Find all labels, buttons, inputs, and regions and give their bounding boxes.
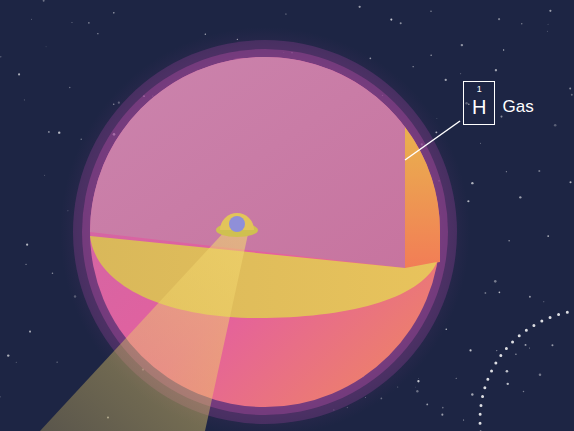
- star-dot: [48, 131, 50, 133]
- dotted-orbit: [480, 310, 574, 431]
- star-dot: [71, 22, 73, 24]
- star-dot: [494, 280, 497, 283]
- star-dot: [416, 390, 418, 392]
- star-dot: [554, 124, 557, 127]
- star-dot: [18, 73, 20, 75]
- star-dot: [499, 291, 501, 293]
- star-dot: [24, 99, 25, 100]
- star-dot: [413, 66, 414, 67]
- star-dot: [521, 23, 522, 24]
- star-dot: [417, 380, 419, 382]
- star-dot: [285, 13, 287, 15]
- star-dot: [468, 104, 469, 105]
- star-dot: [43, 0, 45, 2]
- star-dot: [52, 273, 54, 275]
- star-dot: [469, 349, 471, 351]
- star-dot: [551, 344, 553, 346]
- star-dot: [506, 171, 507, 172]
- star-dot: [569, 88, 571, 90]
- star-dot: [441, 414, 443, 416]
- star-dot: [498, 18, 500, 20]
- star-dot: [359, 6, 361, 8]
- star-dot: [7, 354, 9, 356]
- star-dot: [0, 56, 2, 58]
- star-dot: [471, 182, 473, 184]
- star-dot: [45, 46, 47, 48]
- star-dot: [56, 362, 57, 363]
- star-dot: [515, 354, 516, 355]
- star-dot: [547, 235, 549, 237]
- element-box: 1H: [463, 81, 495, 125]
- star-dot: [390, 19, 392, 21]
- star-dot: [495, 69, 497, 71]
- star-dot: [69, 87, 71, 89]
- star-dot: [97, 33, 98, 34]
- star-dot: [455, 377, 457, 379]
- star-dot: [205, 33, 206, 34]
- star-dot: [480, 143, 481, 144]
- cut-face-vertical: [90, 57, 405, 268]
- star-dot: [0, 396, 1, 397]
- star-dot: [571, 94, 573, 96]
- star-dot: [80, 138, 82, 140]
- star-dot: [465, 102, 467, 104]
- star-dot: [400, 22, 402, 24]
- atomic-number: 1: [477, 84, 482, 95]
- star-dot: [471, 393, 473, 395]
- star-dot: [463, 419, 464, 420]
- star-dot: [460, 73, 462, 75]
- star-dot: [25, 264, 26, 265]
- star-dot: [430, 11, 431, 12]
- star-dot: [525, 344, 527, 346]
- star-dot: [523, 391, 524, 392]
- star-dot: [500, 116, 502, 118]
- star-dot: [88, 22, 90, 24]
- star-dot: [538, 170, 540, 172]
- star-dot: [484, 292, 486, 294]
- star-dot: [16, 362, 17, 363]
- star-dot: [547, 23, 549, 25]
- star-dot: [506, 370, 509, 373]
- star-dot: [426, 403, 428, 405]
- star-dot: [543, 301, 544, 302]
- cut-face-horizontal: [90, 236, 437, 318]
- star-dot: [570, 181, 572, 183]
- star-dot: [519, 196, 521, 198]
- star-dot: [418, 377, 420, 379]
- star-dot: [529, 347, 530, 348]
- star-dot: [529, 296, 531, 298]
- star-dot: [113, 12, 115, 14]
- star-dot: [508, 240, 509, 241]
- element-symbol: H: [472, 95, 486, 119]
- star-dot: [442, 407, 444, 409]
- star-dot: [31, 18, 33, 20]
- star-dot: [445, 79, 447, 81]
- star-dot: [430, 54, 431, 55]
- star-dot: [461, 44, 463, 46]
- star-dot: [507, 383, 509, 385]
- star-dot: [415, 386, 417, 388]
- star-dot: [547, 31, 548, 32]
- star-field: [0, 0, 573, 420]
- leader-line: [405, 121, 460, 160]
- star-dot: [503, 49, 504, 50]
- star-dot: [58, 131, 60, 133]
- star-dot: [29, 331, 31, 333]
- light-beam: [40, 230, 248, 431]
- star-dot: [496, 350, 497, 351]
- core: [229, 216, 245, 232]
- star-dot: [44, 175, 45, 176]
- element-callout: 1HGas: [463, 81, 534, 125]
- state-label: Gas: [502, 97, 533, 125]
- star-dot: [539, 374, 542, 377]
- star-dot: [26, 244, 28, 246]
- star-dot: [549, 10, 551, 12]
